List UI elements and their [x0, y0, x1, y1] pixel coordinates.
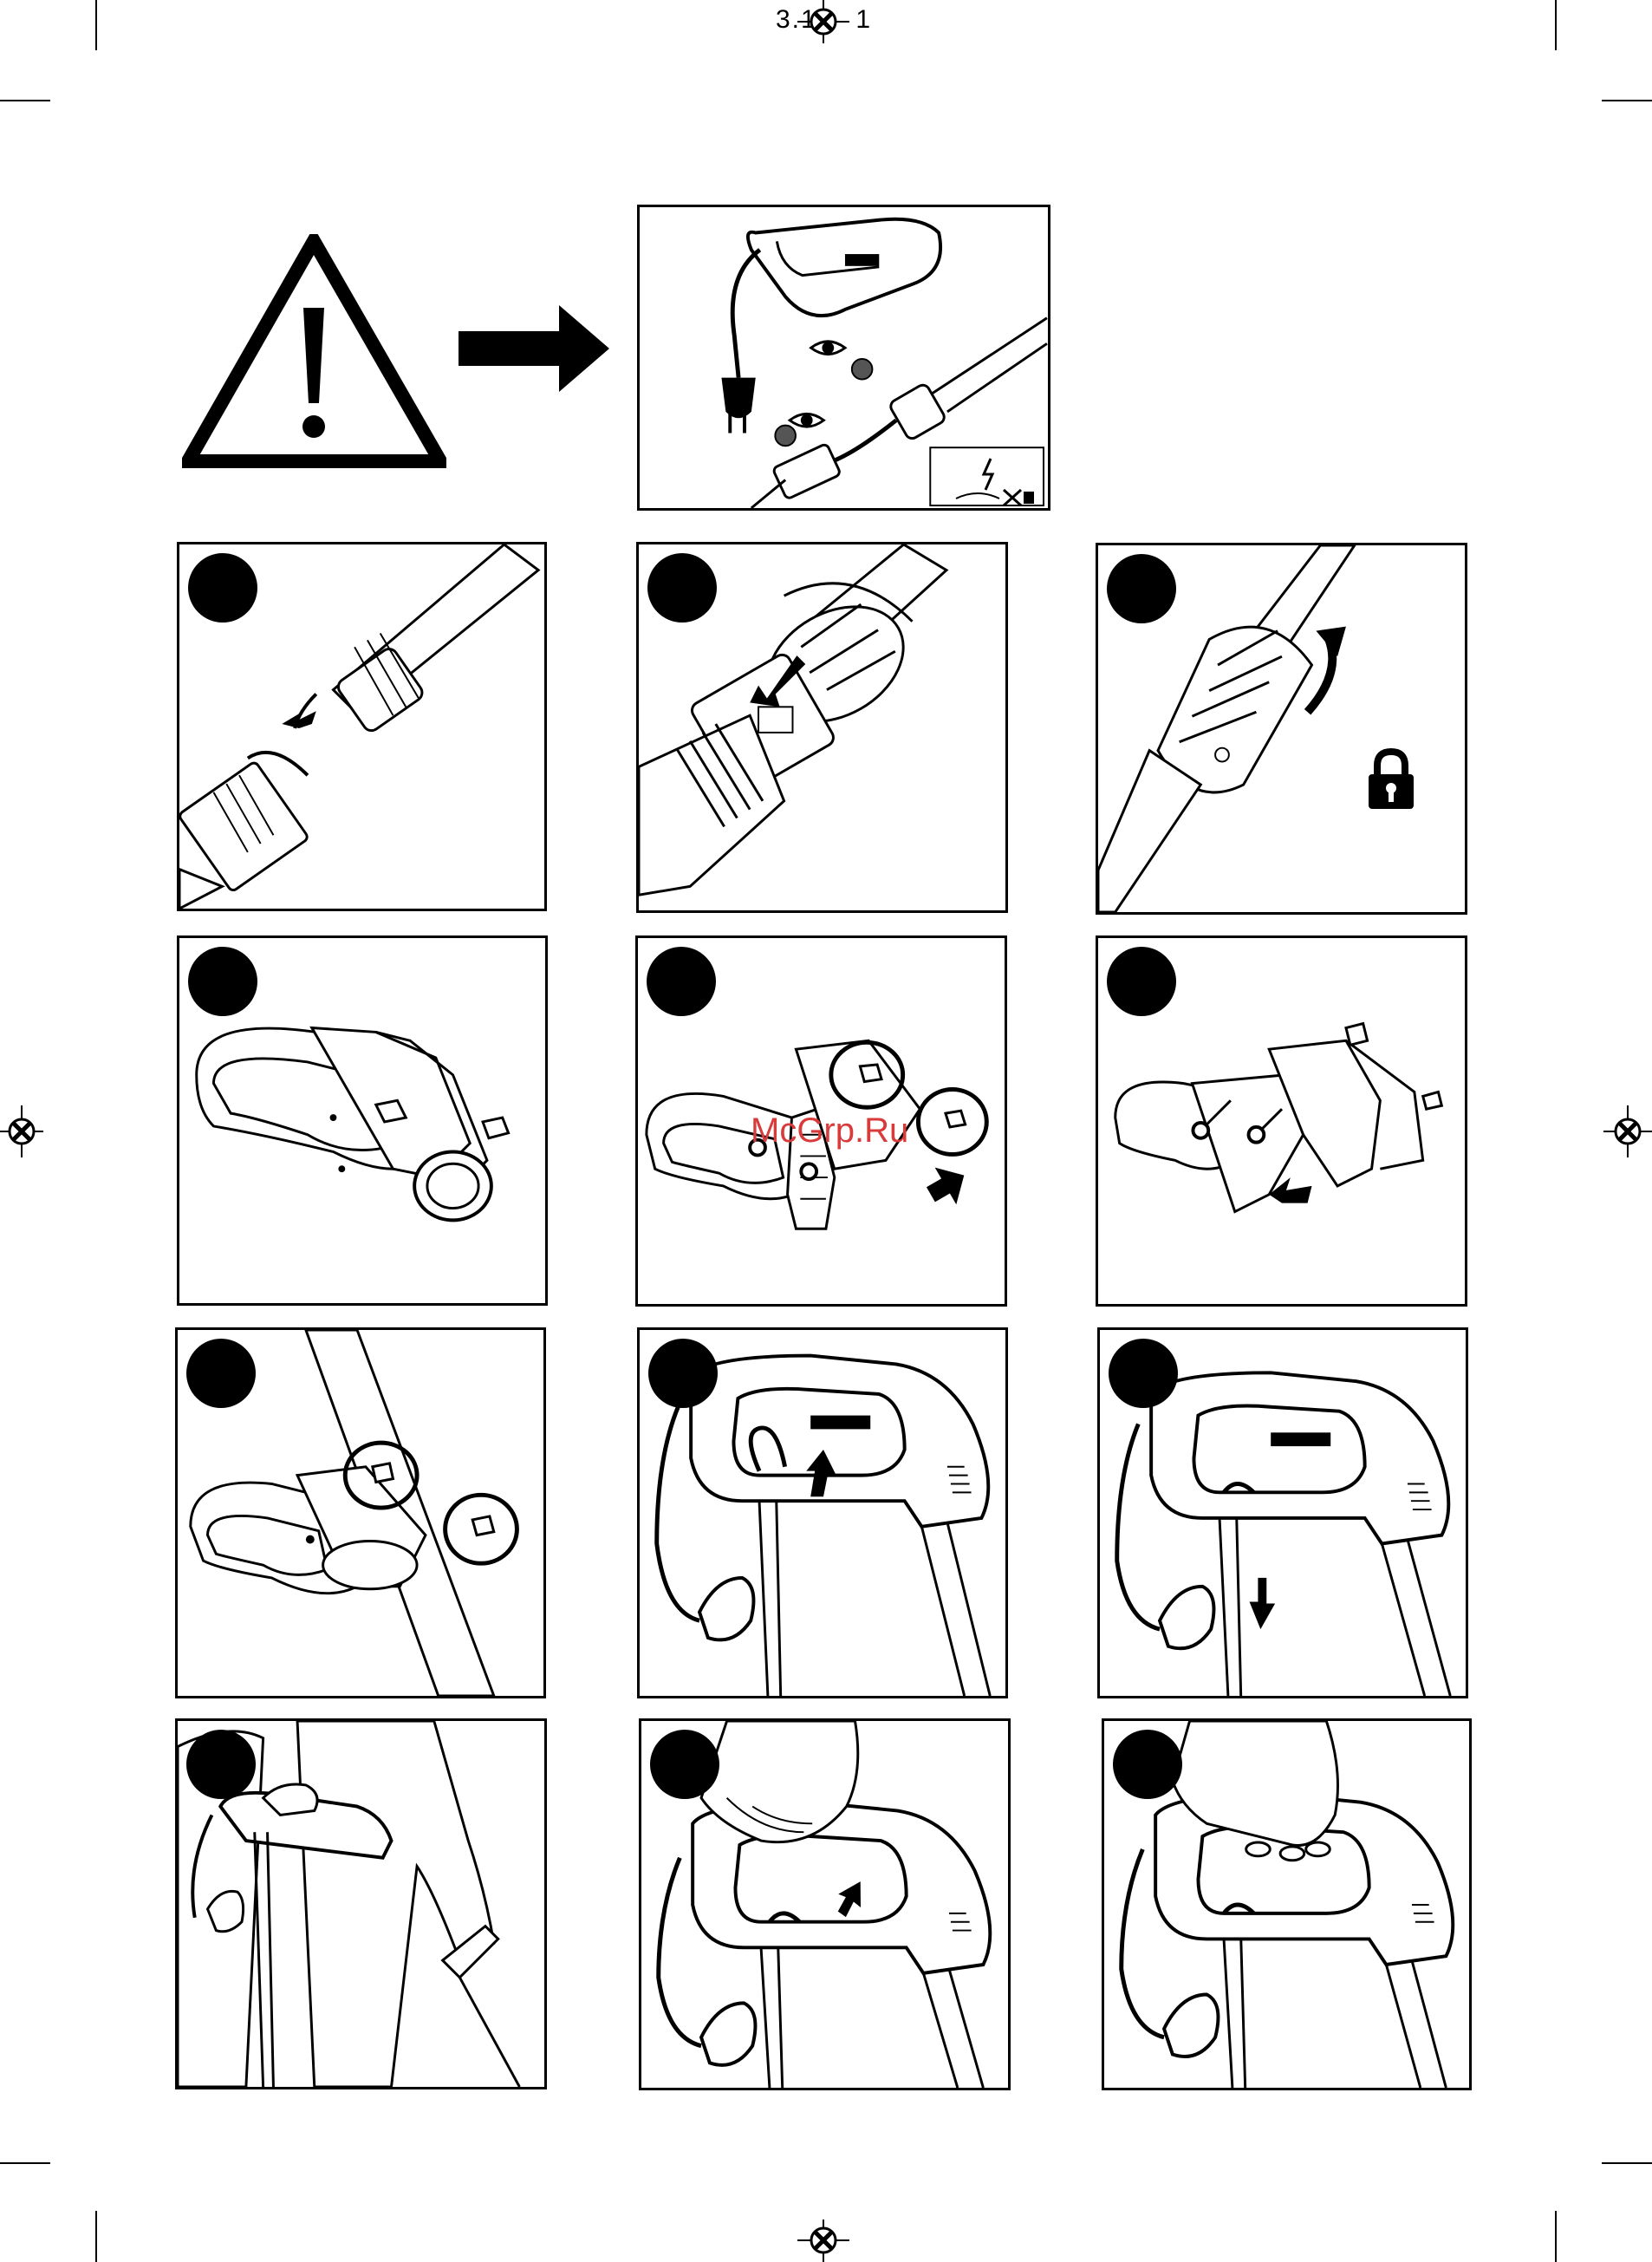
step-8-badge — [648, 1339, 718, 1408]
step-11-panel — [639, 1718, 1011, 2090]
registration-mark-icon — [797, 0, 849, 43]
step-3-panel — [1096, 543, 1467, 915]
inspect-cable-panel — [637, 205, 1050, 511]
crop-mark — [1555, 0, 1557, 50]
step-2-badge — [647, 553, 717, 623]
warning-triangle-icon — [182, 234, 446, 468]
step-3-badge — [1107, 554, 1176, 623]
crop-mark — [1602, 100, 1652, 101]
step-12-badge — [1113, 1730, 1182, 1799]
step-6-badge — [1107, 947, 1176, 1016]
crop-mark — [95, 0, 97, 50]
step-1-badge — [188, 553, 257, 623]
crop-mark — [1555, 2211, 1557, 2262]
step-6-panel — [1096, 935, 1467, 1307]
crop-mark — [95, 2211, 97, 2262]
step-7-badge — [186, 1339, 256, 1408]
step-5-panel: McGrp.Ru — [635, 935, 1007, 1307]
step-10-badge — [186, 1730, 256, 1799]
page-number-suffix: 1 — [855, 5, 872, 34]
step-7-panel — [175, 1327, 546, 1698]
step-8-panel — [637, 1327, 1008, 1698]
electric-hazard-icon — [939, 455, 1047, 509]
step-11-badge — [650, 1730, 719, 1799]
step-9-badge — [1109, 1339, 1178, 1408]
step-4-badge — [188, 947, 257, 1016]
crop-mark — [0, 100, 50, 101]
step-5-badge — [647, 947, 716, 1016]
step-4-panel — [177, 935, 548, 1306]
step-9-panel — [1097, 1327, 1468, 1698]
step-1-panel — [177, 542, 547, 911]
right-arrow-icon — [455, 303, 611, 394]
padlock-icon — [1365, 748, 1417, 811]
registration-mark-icon — [797, 2220, 849, 2262]
step-10-panel — [175, 1718, 547, 2089]
watermark: McGrp.Ru — [751, 1111, 908, 1151]
step-2-panel — [636, 542, 1008, 913]
registration-mark-icon — [0, 1105, 43, 1157]
registration-mark-icon — [1603, 1105, 1652, 1157]
step-12-panel — [1102, 1718, 1472, 2090]
crop-mark — [0, 2162, 50, 2164]
crop-mark — [1602, 2162, 1652, 2164]
